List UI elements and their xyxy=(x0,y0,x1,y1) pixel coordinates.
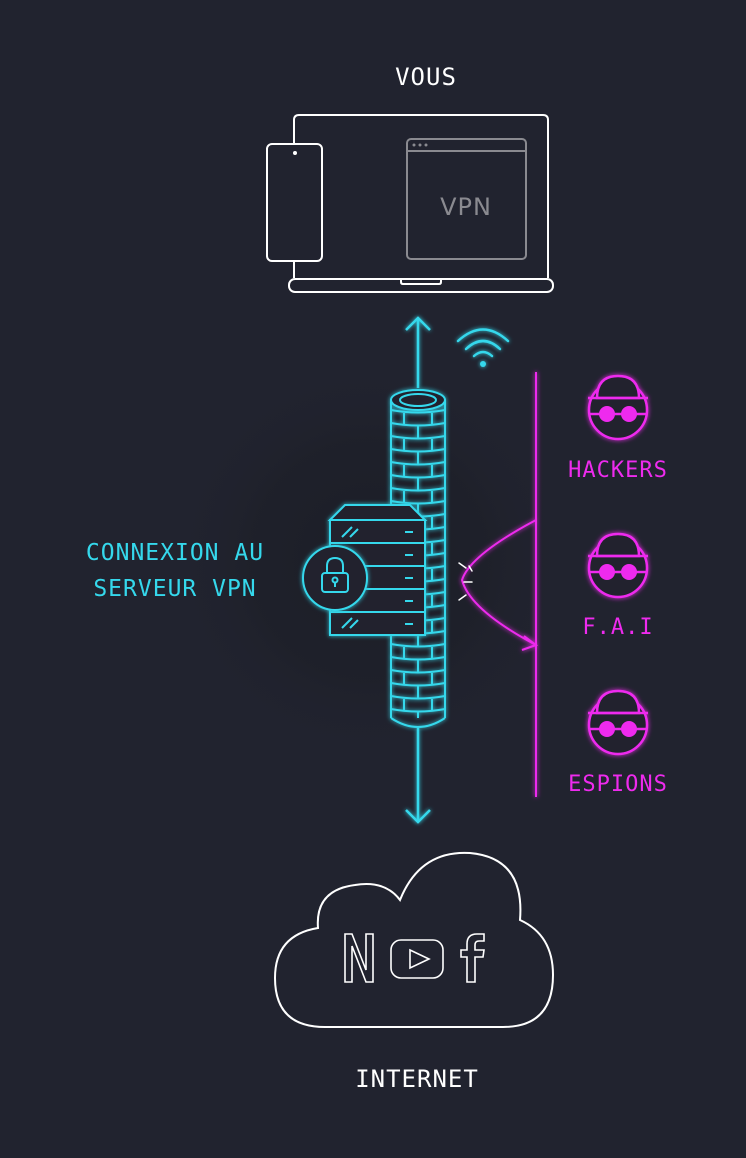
browser-window-icon xyxy=(406,138,527,260)
spy-icon xyxy=(587,689,649,756)
youtube-icon xyxy=(390,939,444,979)
brick-row xyxy=(390,474,446,479)
hacker-icon xyxy=(587,374,649,441)
impact-spark xyxy=(458,562,473,601)
internet-label: INTERNET xyxy=(355,1065,479,1093)
spies-label: ESPIONS xyxy=(568,772,668,797)
brick-row xyxy=(390,656,446,661)
brick-row xyxy=(390,682,446,687)
brick-row xyxy=(390,435,446,440)
brick-row xyxy=(390,500,446,505)
brick-row xyxy=(390,708,446,713)
block-barrier xyxy=(460,372,539,797)
brick-row xyxy=(390,448,446,453)
phone-icon xyxy=(266,143,323,262)
netflix-icon xyxy=(344,933,374,983)
isp-icon xyxy=(587,532,649,599)
brick-row xyxy=(390,487,446,492)
connection-arrow xyxy=(405,316,431,824)
brick-row xyxy=(390,409,446,414)
facebook-icon xyxy=(460,933,485,983)
laptop-icon xyxy=(288,114,554,293)
brick-row xyxy=(390,669,446,674)
hackers-label: HACKERS xyxy=(568,458,668,483)
brick-row xyxy=(390,461,446,466)
wifi-icon xyxy=(456,328,510,367)
window-text: VPN xyxy=(440,193,492,221)
isp-label: F.A.I xyxy=(582,615,654,640)
brick-row xyxy=(390,695,446,700)
brick-row xyxy=(390,643,446,648)
lock-icon xyxy=(302,545,368,611)
you-label: VOUS xyxy=(395,63,457,91)
connection-label-line2: SERVEUR VPN xyxy=(93,576,257,602)
brick-row xyxy=(390,422,446,427)
cloud-icon xyxy=(273,851,555,1028)
connection-label-line1: CONNEXION AU xyxy=(85,540,265,566)
